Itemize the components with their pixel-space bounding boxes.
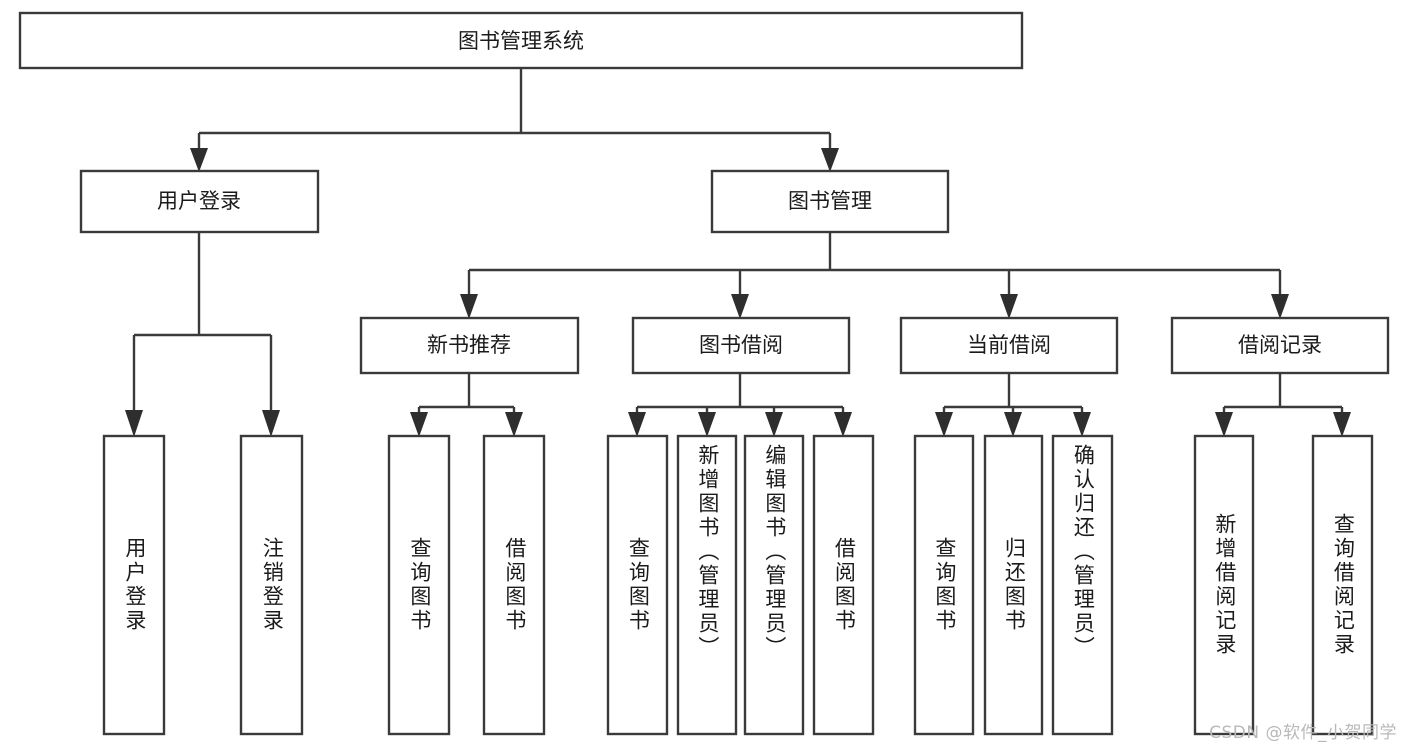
node-leaf-query-book-current-box[interactable] xyxy=(913,434,975,736)
node-borrow-record-label: 借阅记录 xyxy=(1238,333,1322,357)
node-book-borrow-label: 图书借阅 xyxy=(699,333,783,357)
node-leaf-add-borrow-record-box[interactable] xyxy=(1193,434,1255,736)
node-user-login-label: 用户登录 xyxy=(157,189,241,213)
arrow-to-leaf-add-borrow-record xyxy=(1215,412,1233,437)
node-borrow-record-box[interactable] xyxy=(1170,316,1390,375)
node-leaf-logout-box[interactable] xyxy=(239,434,304,736)
arrow-root-to-book-management xyxy=(821,148,839,172)
node-leaf-query-borrow-record-box[interactable] xyxy=(1311,434,1374,736)
arrow-to-leaf-query-book-rec xyxy=(410,412,428,437)
node-book-management-label: 图书管理 xyxy=(788,189,872,213)
node-leaf-return-book-box[interactable] xyxy=(983,434,1044,736)
node-book-management-box[interactable] xyxy=(710,169,950,234)
node-leaf-add-book-box[interactable] xyxy=(676,434,738,736)
arrow-to-book-borrow xyxy=(731,294,749,319)
arrow-to-leaf-logout xyxy=(262,410,280,437)
node-leaf-borrow-book-box[interactable] xyxy=(812,434,875,736)
connector-layer xyxy=(125,68,1351,437)
node-leaf-user-login-box[interactable] xyxy=(102,434,166,736)
arrow-to-leaf-borrow-book xyxy=(834,412,852,437)
arrow-to-current-borrow xyxy=(1000,294,1018,319)
arrow-to-leaf-edit-book xyxy=(765,412,783,437)
node-leaf-query-book-rec-box[interactable] xyxy=(387,434,451,736)
node-layer: 图书管理系统 用户登录 图书管理 新书推荐 图书借阅 当前借阅 借阅记录 xyxy=(18,11,1390,736)
csdn-watermark: CSDN @软件_小贺同学 xyxy=(1209,723,1397,743)
arrow-to-borrow-record xyxy=(1271,294,1289,319)
node-new-book-recommend-label: 新书推荐 xyxy=(427,333,511,357)
arrow-root-to-user-login xyxy=(190,148,208,172)
node-user-login-box[interactable] xyxy=(79,169,320,234)
arrow-to-leaf-confirm-return xyxy=(1073,412,1091,437)
arrow-to-leaf-borrow-book-rec xyxy=(505,412,523,437)
arrow-to-leaf-user-login xyxy=(125,410,143,437)
arrow-to-leaf-query-borrow-record xyxy=(1333,412,1351,437)
arrow-to-new-book-recommend xyxy=(460,294,478,319)
node-leaf-confirm-return-box[interactable] xyxy=(1051,434,1114,736)
node-current-borrow-label: 当前借阅 xyxy=(967,333,1051,357)
arrow-to-leaf-query-book-current xyxy=(935,412,953,437)
node-current-borrow-box[interactable] xyxy=(899,316,1119,375)
node-new-book-recommend-box[interactable] xyxy=(359,316,580,375)
arrow-to-leaf-add-book xyxy=(698,412,716,437)
node-leaf-query-book-borrow-box[interactable] xyxy=(606,434,669,736)
node-root-label: 图书管理系统 xyxy=(458,29,584,53)
arrow-to-leaf-return-book xyxy=(1004,412,1022,437)
node-leaf-borrow-book-rec-box[interactable] xyxy=(482,434,546,736)
node-root-box[interactable] xyxy=(18,11,1024,70)
node-book-borrow-box[interactable] xyxy=(631,316,851,375)
arrow-to-leaf-query-book-borrow xyxy=(628,412,646,437)
node-leaf-edit-book-box[interactable] xyxy=(743,434,805,736)
